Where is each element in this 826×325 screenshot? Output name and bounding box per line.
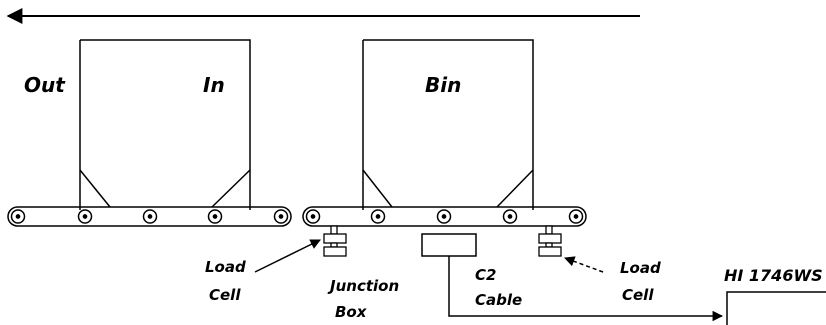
out-label: Out [24, 73, 66, 97]
bin-conveyor [302, 206, 587, 227]
left-conveyor [7, 206, 292, 227]
c2-cable-line [448, 256, 724, 322]
bin-label: Bin [425, 73, 461, 97]
load-cell-right [538, 225, 562, 257]
load-cell-right-label-line1: Load [620, 259, 661, 277]
junction-box [421, 233, 477, 257]
load-cell-left-label-line1: Load [205, 258, 246, 276]
left-hopper [79, 39, 251, 210]
instrument-box [726, 291, 826, 325]
bin-hopper [362, 39, 534, 210]
load-cell-left-label-line2: Cell [209, 286, 241, 304]
junction-box-label-line1: Junction [327, 277, 399, 295]
load-cell-left-pointer [254, 239, 321, 273]
c2-cable-label-line2: Cable [475, 291, 522, 309]
c2-cable-label-line1: C2 [475, 266, 496, 284]
in-label: In [203, 73, 225, 97]
instrument-label: HI 1746WS [724, 266, 823, 285]
load-cell-left [323, 225, 347, 257]
load-cell-right-pointer [564, 256, 604, 273]
junction-box-label-line2: Box [335, 303, 368, 321]
load-cell-right-label-line2: Cell [622, 286, 654, 304]
